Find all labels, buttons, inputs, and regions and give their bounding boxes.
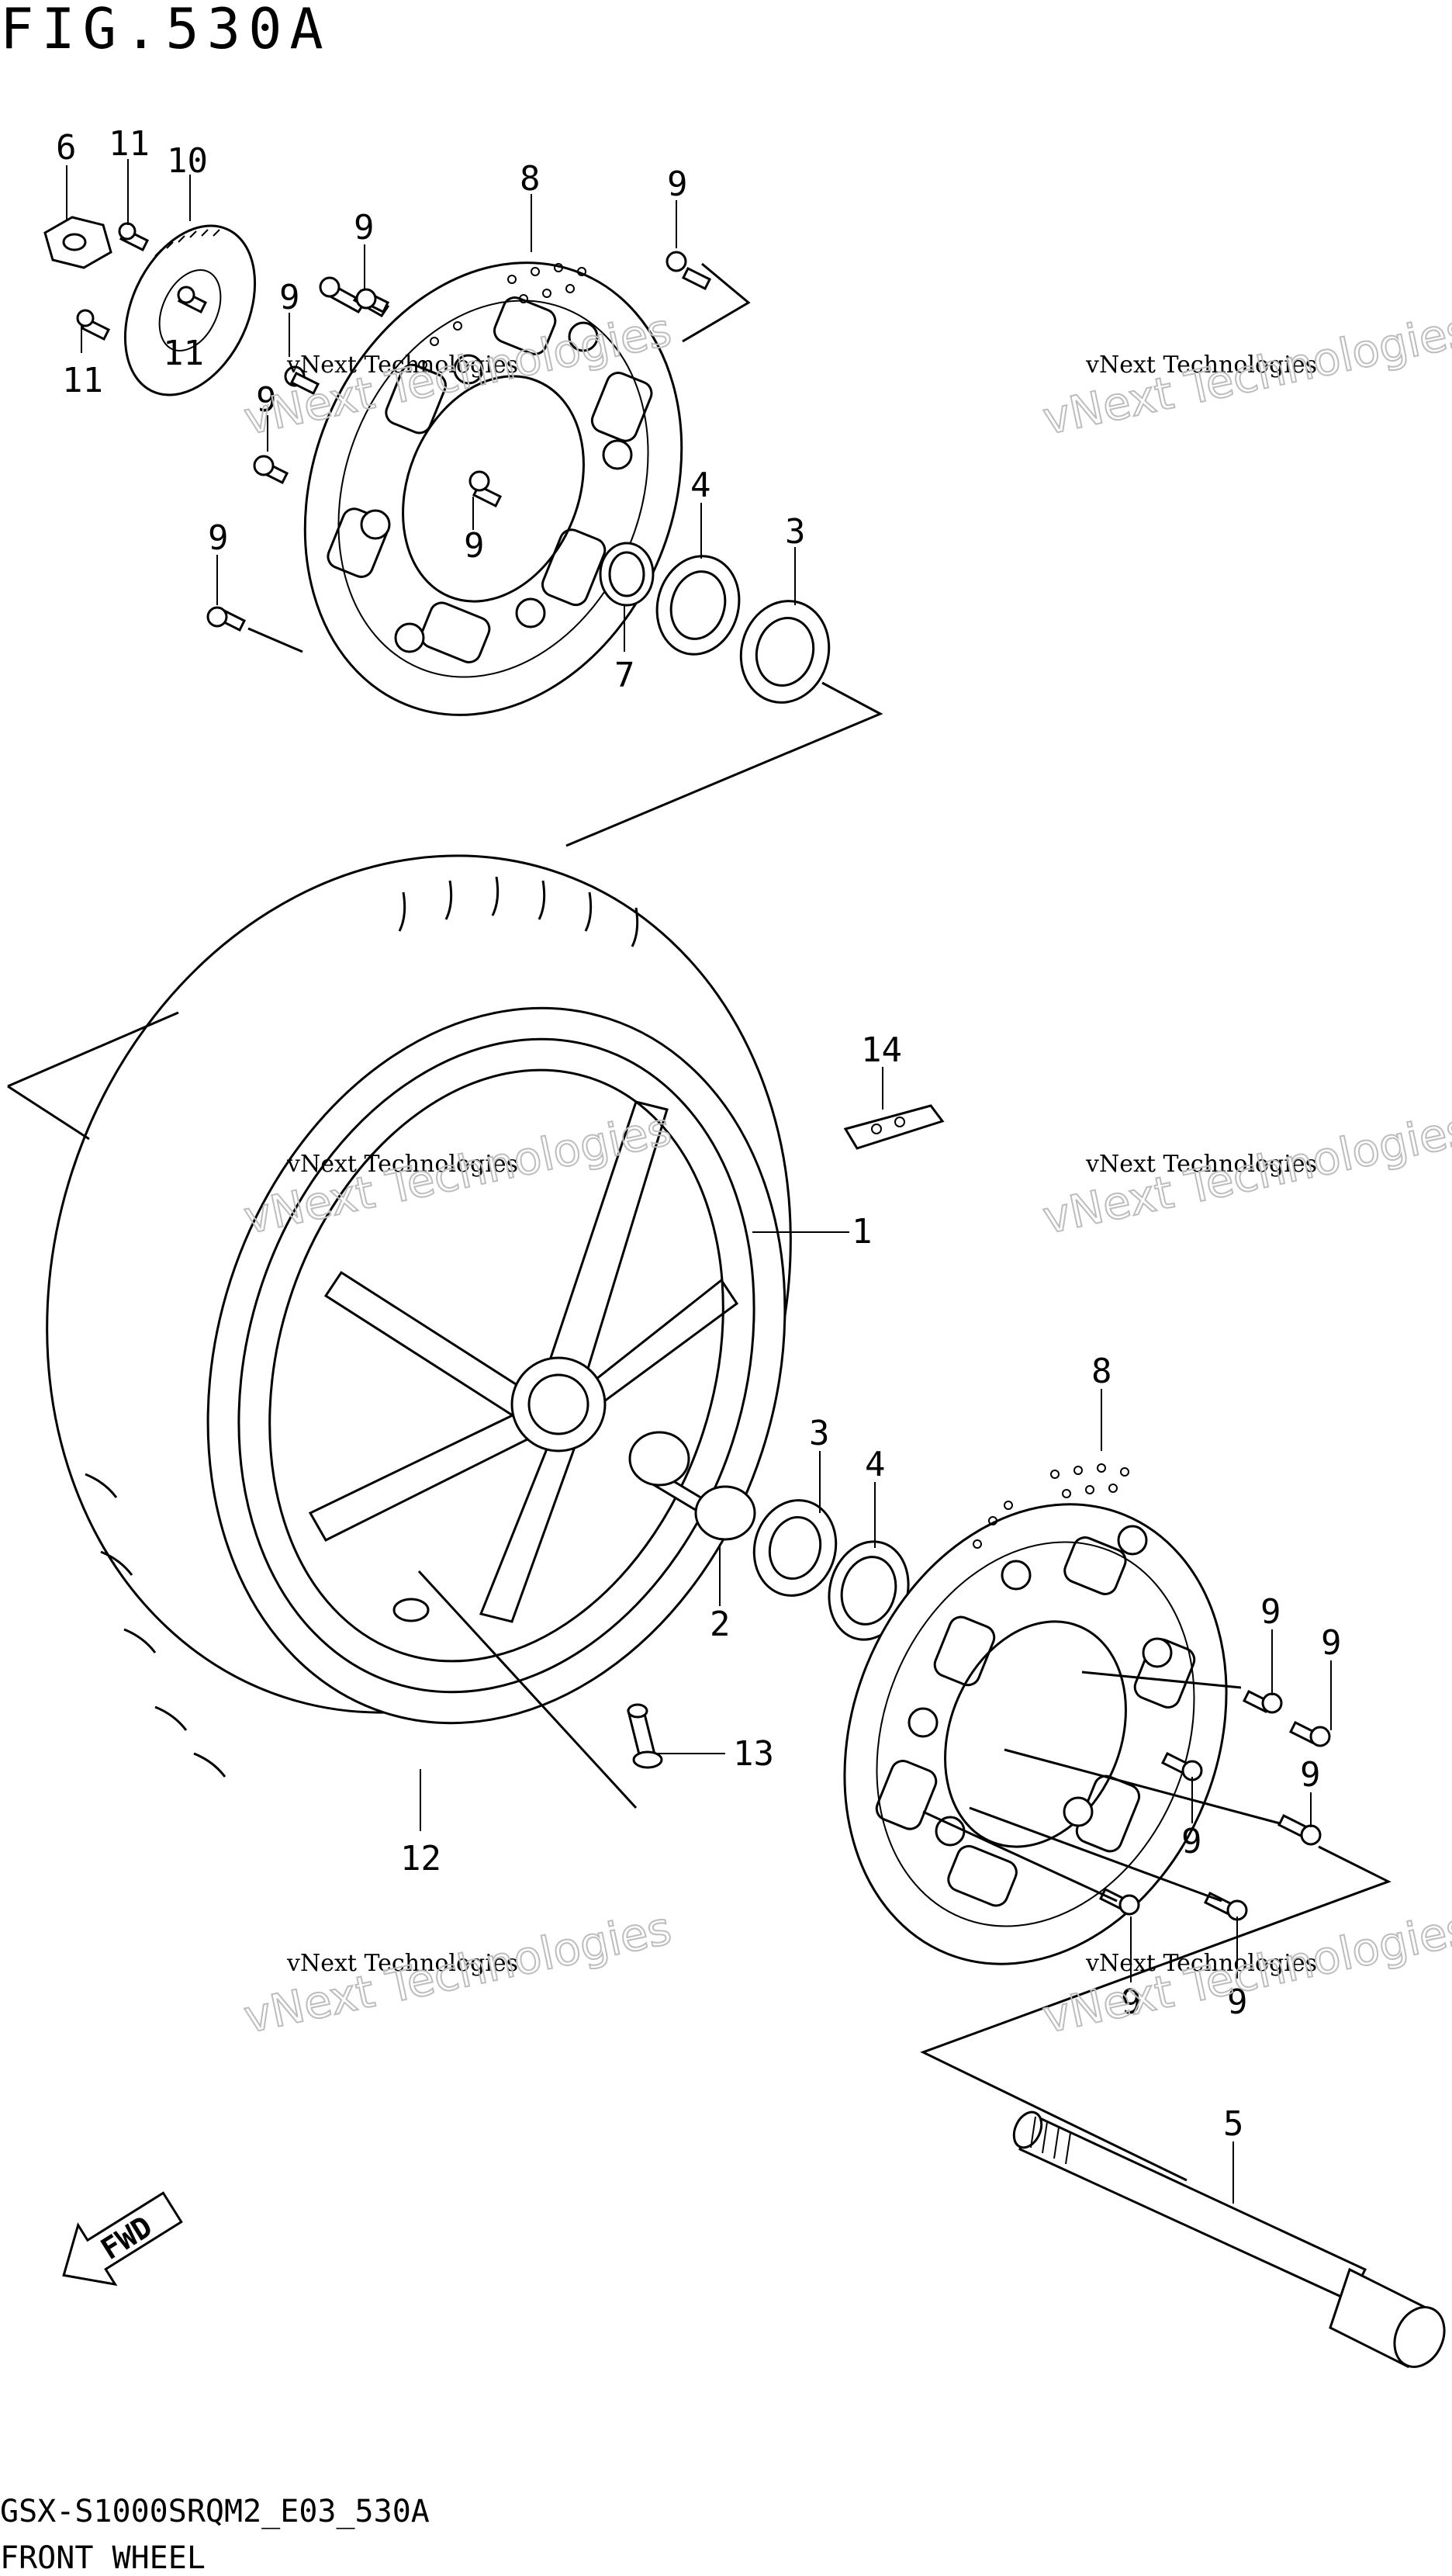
svg-text:vNext Technologies: vNext Technologies [1085, 1151, 1317, 1178]
callout-4-lower: 4 [865, 1445, 886, 1484]
disc-holes-upper [418, 263, 586, 369]
callout-3-lower: 3 [809, 1414, 830, 1453]
svg-text:vNext Technologies: vNext Technologies [1085, 1950, 1317, 1977]
footer-code: GSX-S1000SRQM2_E03_530A [0, 2494, 430, 2529]
callout-13: 13 [733, 1734, 774, 1774]
valve-icon [627, 1703, 663, 1769]
svg-text:vNext Technologies: vNext Technologies [286, 351, 518, 379]
bolt-icons-upper [206, 251, 712, 632]
callout-1: 1 [852, 1212, 873, 1252]
callout-labels: 6 11 10 11 11 8 9 9 9 9 9 9 4 3 7 14 1 3… [56, 124, 1342, 2144]
balance-weight [843, 1104, 945, 1150]
callout-4-upper: 4 [690, 466, 711, 505]
figure-title: FIG.530A [0, 0, 331, 61]
bolt-icons-ring [76, 222, 208, 341]
callout-11-left: 11 [62, 361, 103, 400]
bearing-lower [752, 1499, 838, 1597]
collar-lower [628, 1431, 756, 1541]
callout-2: 2 [710, 1605, 731, 1644]
callout-10: 10 [167, 141, 208, 181]
brake-disc-upper [303, 261, 683, 716]
svg-text:vNext Technologies: vNext Technologies [1085, 351, 1317, 379]
brake-disc-lower [843, 1463, 1228, 1965]
sensor-ring [123, 224, 257, 396]
callout-9-lower-b: 9 [1321, 1623, 1342, 1663]
footer-name: FRONT WHEEL [0, 2540, 206, 2576]
callout-9-lower-d: 9 [1181, 1822, 1202, 1861]
callout-3-upper: 3 [785, 512, 806, 552]
callout-12: 12 [400, 1839, 441, 1878]
callout-9-upper-a: 9 [279, 278, 300, 317]
callout-8-upper: 8 [520, 159, 541, 199]
callout-9-upper-top: 9 [354, 208, 375, 248]
callout-5: 5 [1223, 2104, 1244, 2144]
callout-8-lower: 8 [1091, 1352, 1112, 1391]
callout-11-top: 11 [109, 124, 150, 164]
callout-9-lower-a: 9 [1260, 1592, 1281, 1632]
callout-14: 14 [861, 1030, 902, 1070]
callout-9-lower-f: 9 [1227, 1982, 1248, 2022]
watermark-top-right: vNext Technologies vNext Technologies [1038, 303, 1452, 446]
oil-seal-upper [655, 555, 741, 656]
callout-6: 6 [56, 128, 77, 168]
watermark-bottom-left: vNext Technologies vNext Technologies [239, 1901, 676, 2045]
callout-9-lower-e: 9 [1121, 1982, 1142, 2022]
nut-icon [43, 216, 112, 269]
leader-lines [66, 159, 1332, 2204]
svg-text:vNext Technologies: vNext Technologies [286, 1950, 518, 1977]
fwd-arrow-icon: FWD [62, 2191, 183, 2287]
callout-11-mid: 11 [163, 334, 204, 373]
callout-7: 7 [614, 656, 635, 695]
watermark-mid-right: vNext Technologies vNext Technologies [1038, 1102, 1452, 1245]
spacer-upper [599, 542, 655, 607]
callout-9-upper-right: 9 [667, 164, 688, 204]
front-axle [1012, 2110, 1446, 2369]
svg-text:vNext Technologies: vNext Technologies [286, 1151, 518, 1178]
disc-holes-lower [973, 1463, 1129, 1549]
bolt-icons-lower [1098, 1689, 1331, 1921]
callout-9-lower-c: 9 [1300, 1755, 1321, 1795]
callout-9-upper-c: 9 [208, 518, 229, 558]
callout-9-upper-d: 9 [464, 526, 485, 566]
bearing-upper [739, 600, 831, 704]
callout-9-upper-b: 9 [256, 380, 277, 420]
wheel-and-tire [46, 854, 792, 1778]
